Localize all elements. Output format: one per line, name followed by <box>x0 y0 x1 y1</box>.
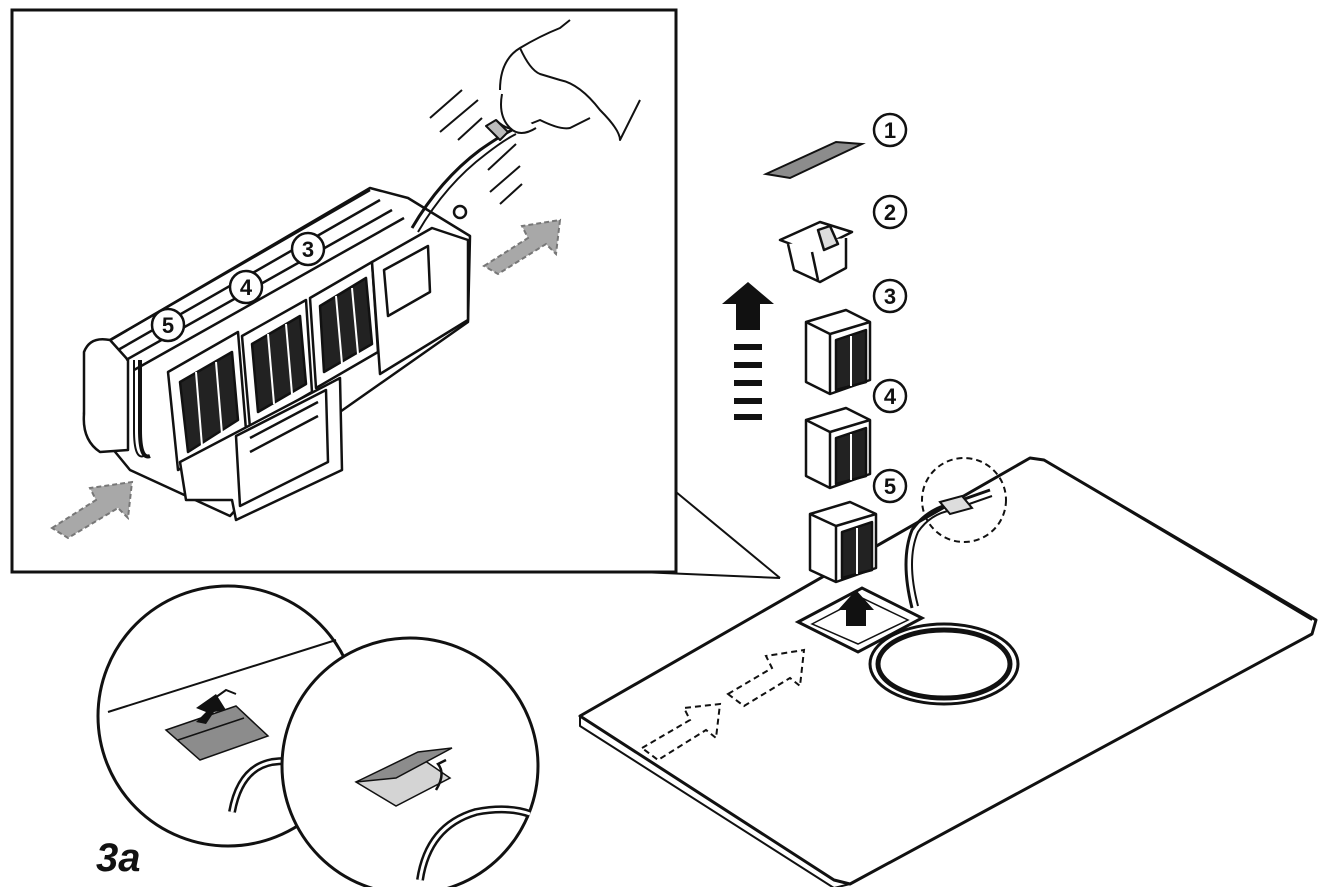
svg-text:4: 4 <box>884 384 897 409</box>
inset-arrow-right <box>482 218 562 276</box>
inset-arrow-left <box>50 480 134 540</box>
figure-label: 3a <box>96 836 141 880</box>
base-plate <box>578 456 1318 889</box>
drain-ring <box>868 622 1020 706</box>
plate-tube <box>904 488 993 609</box>
inset-callout-5: 5 <box>150 307 186 343</box>
part-1-cover-plate <box>762 140 866 180</box>
svg-text:2: 2 <box>884 200 896 225</box>
svg-text:3: 3 <box>302 237 314 262</box>
part-4-filter <box>804 406 872 490</box>
inset-callout-3: 3 <box>290 231 326 267</box>
inset-filter-3 <box>308 260 380 390</box>
motion-lines <box>429 89 523 205</box>
lift-arrow <box>722 282 774 420</box>
inset-callout-4: 4 <box>228 269 264 305</box>
svg-text:5: 5 <box>884 474 896 499</box>
small-up-arrow <box>838 590 874 626</box>
callout-3: 3 <box>872 278 908 314</box>
part-5-filter <box>808 500 878 584</box>
callout-5: 5 <box>872 468 908 504</box>
svg-text:5: 5 <box>162 313 174 338</box>
callout-4: 4 <box>872 378 908 414</box>
inset-callouts: 3 4 5 <box>150 231 326 343</box>
hand-illustration <box>485 19 641 141</box>
svg-text:1: 1 <box>884 118 896 143</box>
inset-filter-5 <box>166 330 248 472</box>
main-callouts: 1 2 3 4 5 <box>872 112 908 504</box>
plate-dashed-arrows <box>640 648 806 762</box>
part-3-filter <box>804 308 872 396</box>
svg-text:3: 3 <box>884 284 896 309</box>
tube-detail-circle <box>921 457 1007 543</box>
callout-2: 2 <box>872 194 908 230</box>
callout-1: 1 <box>872 112 908 148</box>
detail-circle-right <box>280 636 540 892</box>
svg-text:4: 4 <box>240 275 253 300</box>
part-2-basket <box>778 220 854 284</box>
